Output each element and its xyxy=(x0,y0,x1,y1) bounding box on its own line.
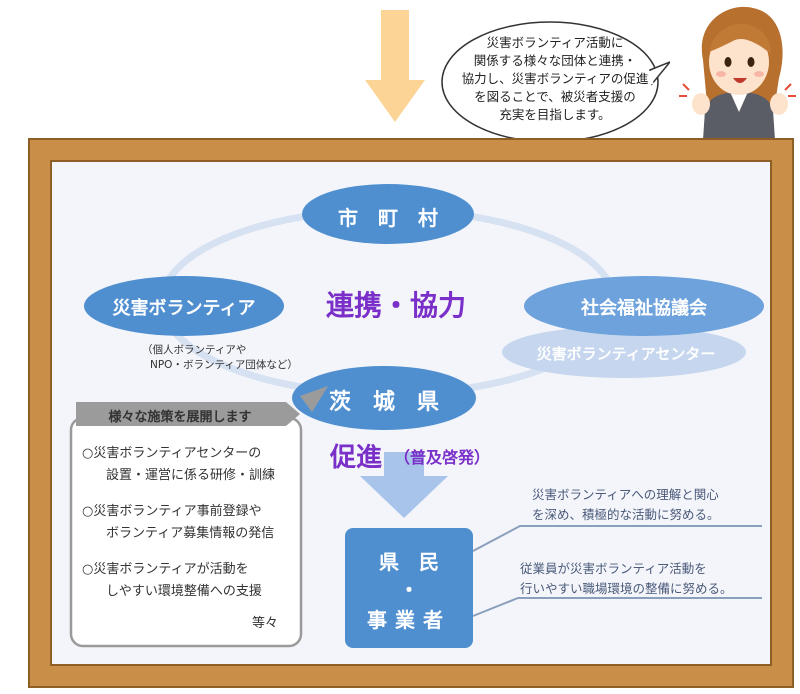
volunteer-note: （個人ボランティアや xyxy=(142,344,247,356)
connector-line xyxy=(472,525,762,552)
bubble-line: 災害ボランティア活動に xyxy=(486,35,624,50)
residents-business-box xyxy=(345,528,473,648)
bubble-line: 充実を目指します。 xyxy=(499,107,611,122)
promotion-arrow-icon xyxy=(360,452,448,518)
panel-title: 様々な施策を展開します xyxy=(108,410,252,425)
guide-character-icon xyxy=(679,6,796,140)
residents-description: を深め、積極的な活動に努める。 xyxy=(532,507,720,522)
residents-description: 災害ボランティアへの理解と関心 xyxy=(532,487,719,502)
residents-dot: ・ xyxy=(399,578,419,602)
city-node xyxy=(302,184,474,244)
business-description: 行いやすい職場環境の整備に努める。 xyxy=(520,581,733,596)
volunteer-center-label: 災害ボランティアセンター xyxy=(536,345,716,363)
volunteer-label: 災害ボランティア xyxy=(112,298,256,319)
prefecture-label: 茨 城 県 xyxy=(328,390,439,415)
promotion-label: 促進 xyxy=(330,443,383,473)
city-label: 市 町 村 xyxy=(338,206,438,230)
prefecture-node xyxy=(292,366,476,430)
connector-line xyxy=(472,597,762,617)
promotion-sub-label: （普及啓発） xyxy=(394,448,491,467)
panel-item: ○災害ボランティア事前登録や xyxy=(82,504,262,519)
volunteer-node xyxy=(84,276,284,336)
down-arrow-icon xyxy=(365,10,425,122)
panel-etc: 等々 xyxy=(252,616,279,631)
panel-banner xyxy=(76,402,300,426)
panel-item: ○災害ボランティアセンターの xyxy=(82,446,262,461)
council-label: 社会福祉協議会 xyxy=(581,298,707,319)
cooperation-label: 連携・協力 xyxy=(326,289,467,322)
council-node xyxy=(524,276,764,336)
volunteer-center-node xyxy=(502,326,746,378)
panel-item: ○災害ボランティアが活動を xyxy=(82,562,249,577)
business-label: 事業者 xyxy=(367,608,451,632)
panel-item: ボランティア募集情報の発信 xyxy=(106,526,275,541)
panel-item: 設置・運営に係る研修・訓練 xyxy=(106,468,276,483)
bubble-line: 関係する様々な団体と連携・ xyxy=(473,53,637,68)
residents-label: 県 民 xyxy=(379,550,439,574)
business-description: 従業員が災害ボランティア活動を xyxy=(520,561,707,576)
panel-pointer-icon xyxy=(300,386,328,412)
bubble-line: 協力し、災害ボランティアの促進 xyxy=(461,71,649,86)
volunteer-note: NPO・ボランティア団体など） xyxy=(150,359,298,371)
panel-item: しやすい環境整備への支援 xyxy=(106,584,262,599)
bubble-text: 災害ボランティア活動に 関係する様々な団体と連携・ 協力し、災害ボランティアの促… xyxy=(452,34,658,124)
bubble-line: を図ることで、被災者支援の xyxy=(474,89,636,104)
